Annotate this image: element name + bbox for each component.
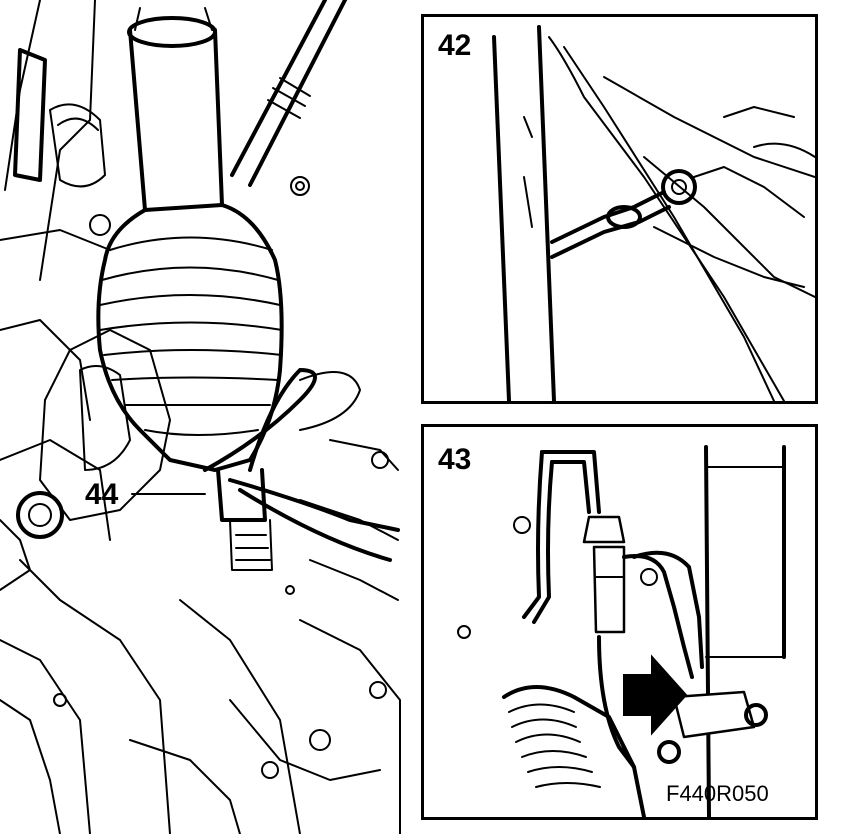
- callout-44-label: 44: [85, 478, 119, 511]
- cv-boot: [96, 203, 284, 472]
- step-42-label: 42: [438, 29, 472, 62]
- panel-step-42: 42: [421, 14, 818, 404]
- panel-43-illustration: [457, 445, 786, 817]
- diagonal-rod: [230, 0, 347, 187]
- figure-code: F440R050: [666, 781, 769, 806]
- left-bracket: [13, 48, 389, 779]
- sensor-body: [592, 545, 626, 634]
- panel-step-43: 43: [421, 424, 818, 820]
- sensor-wires: [203, 368, 400, 562]
- step-43-label: 43: [438, 443, 472, 476]
- gearbox-housing: [0, 329, 171, 591]
- connector-top: [582, 515, 626, 544]
- panel-42-illustration: [492, 25, 815, 401]
- sensor-bracket: [672, 690, 756, 739]
- chassis-lines: [0, 0, 401, 834]
- drive-shaft: [127, 7, 224, 212]
- spline-stub: [216, 468, 273, 571]
